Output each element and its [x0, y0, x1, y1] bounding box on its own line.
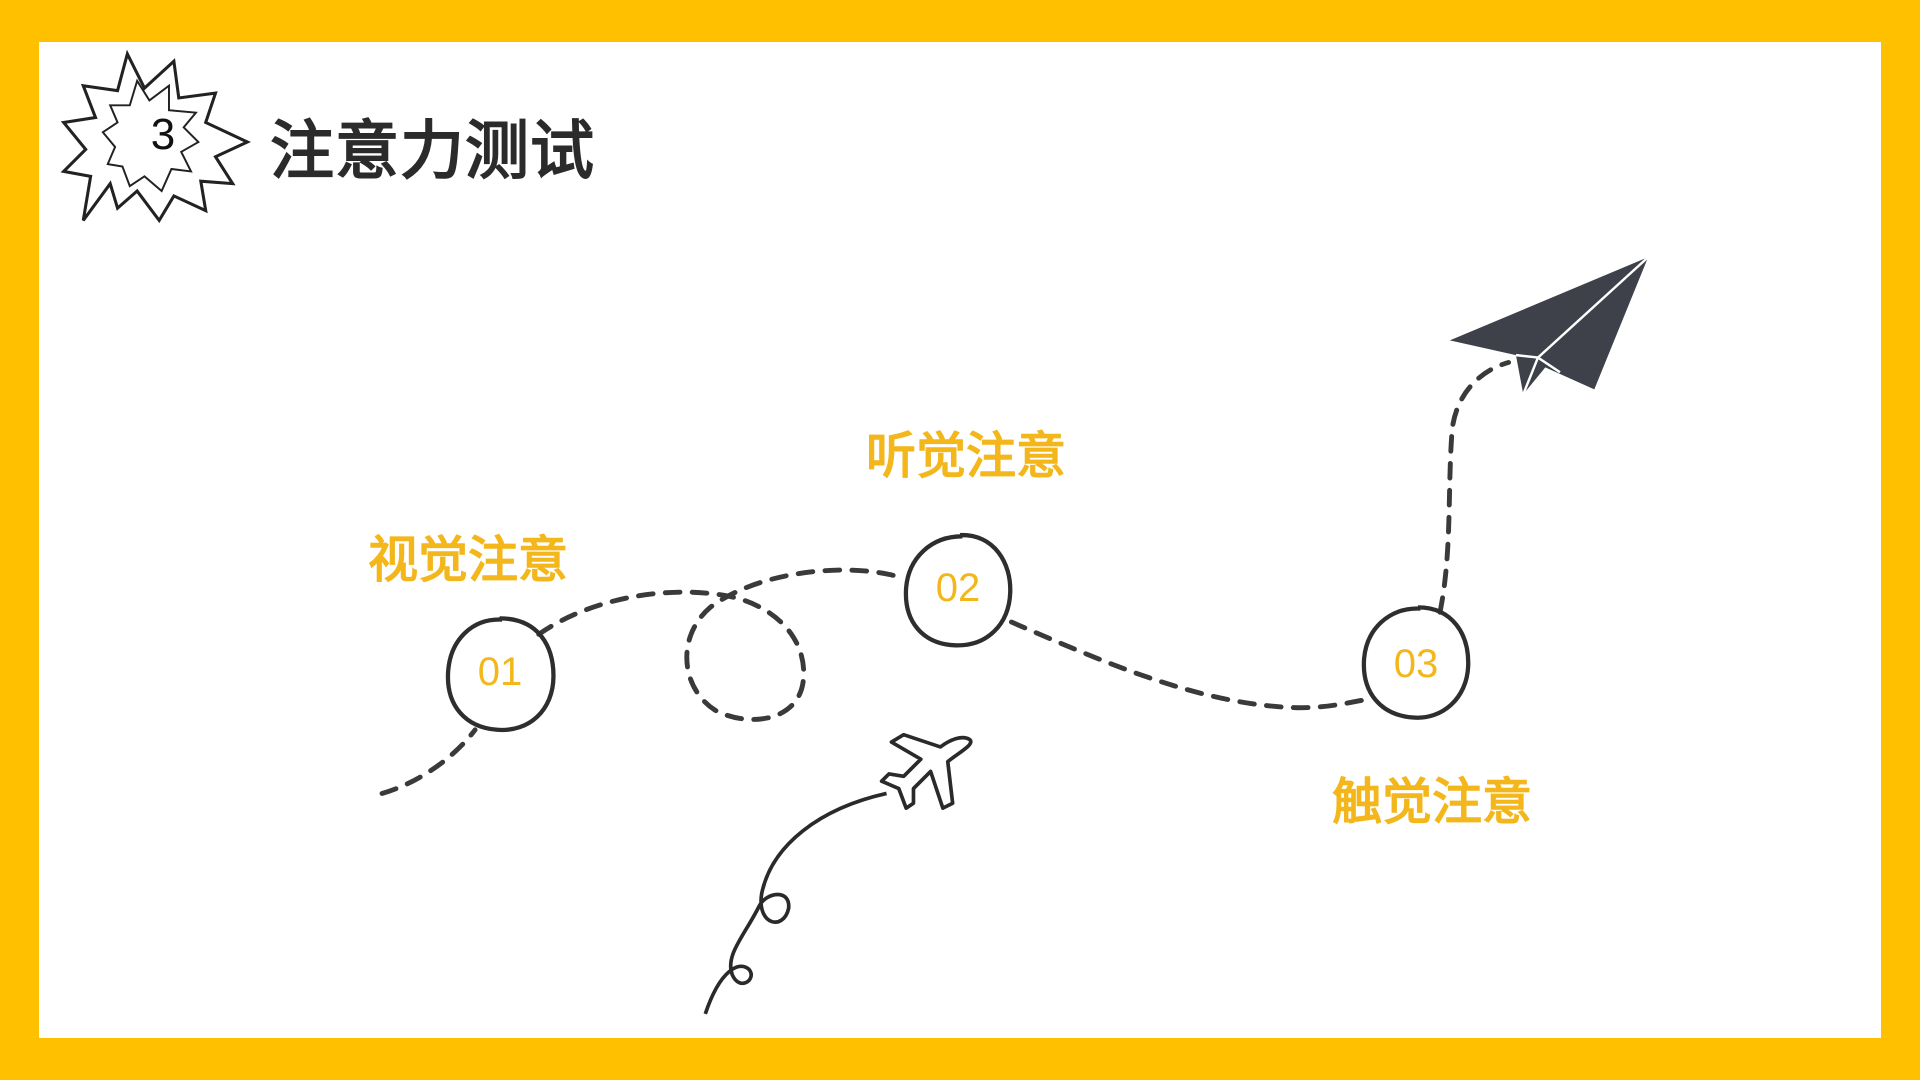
- step-circles: [445, 532, 1471, 732]
- step-label-auditory: 听觉注意: [866, 426, 1066, 485]
- airplane-icon: [879, 732, 973, 810]
- step-number-01: 01: [477, 650, 523, 694]
- step-label-visual: 视觉注意: [368, 530, 568, 589]
- step-label-tactile: 触觉注意: [1332, 772, 1532, 831]
- section-number: 3: [150, 110, 176, 159]
- page-title: 注意力测试: [270, 115, 595, 189]
- step-number-03: 03: [1393, 642, 1439, 686]
- slide-canvas: [39, 42, 1881, 1038]
- dashed-path: [379, 360, 1512, 796]
- paper-plane-icon: [1449, 256, 1649, 395]
- flight-trail: [703, 791, 887, 1015]
- step-number-02: 02: [935, 566, 981, 610]
- starburst-icon: [60, 49, 251, 224]
